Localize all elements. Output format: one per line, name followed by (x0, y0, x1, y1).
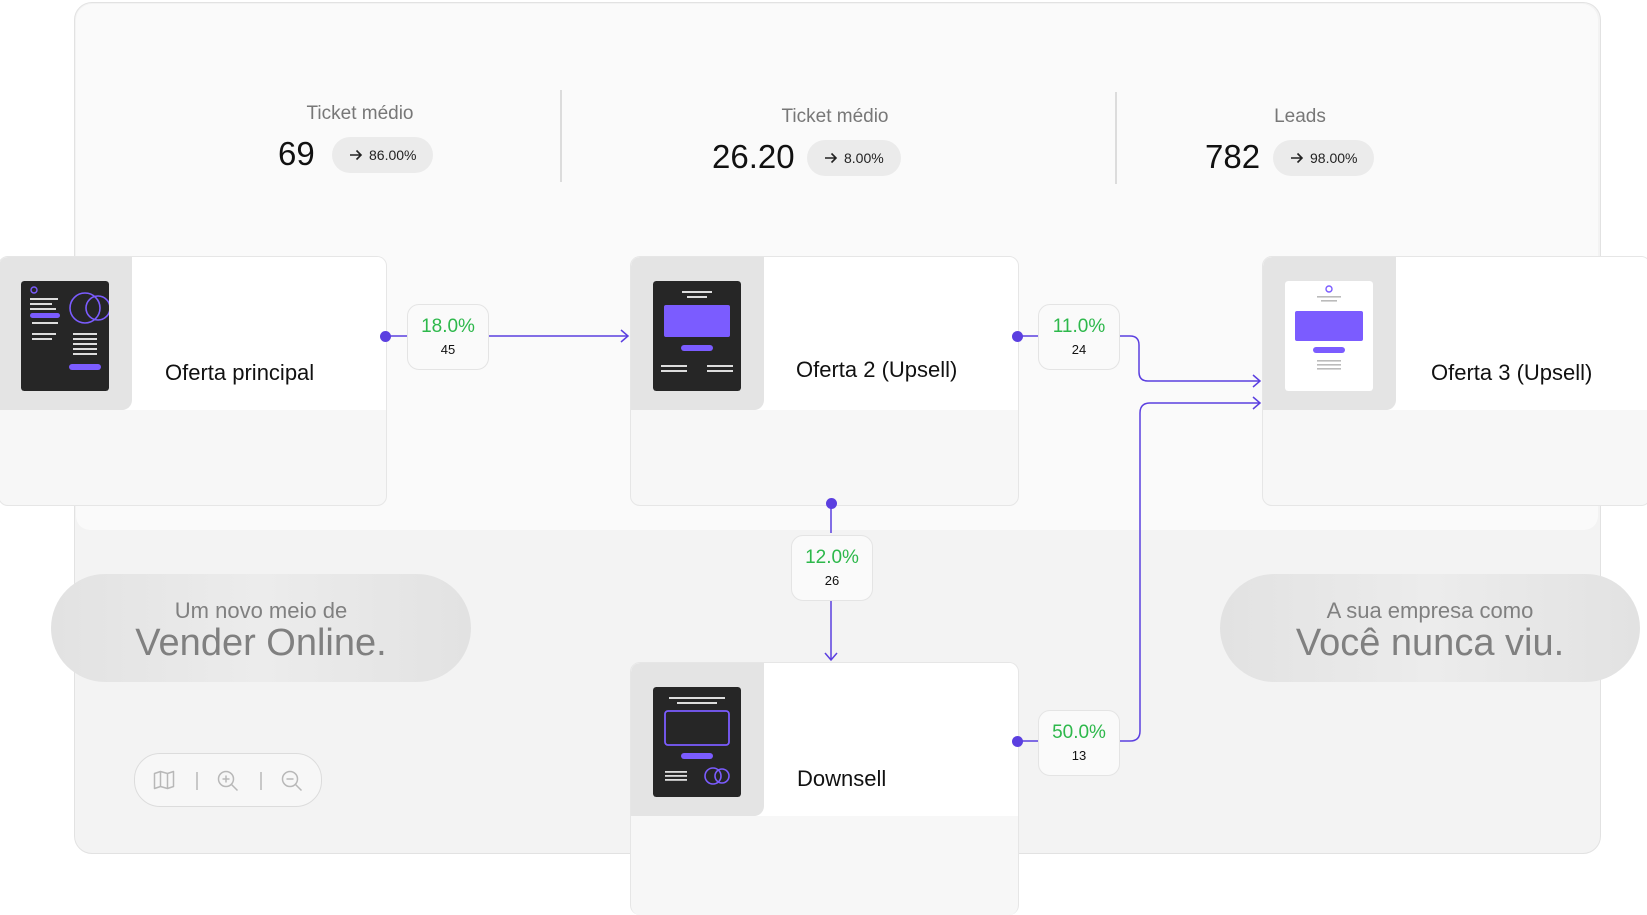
node-title: Oferta 2 (Upsell) (796, 357, 958, 382)
arrowhead (1252, 374, 1262, 388)
stat-value: 69 (278, 135, 315, 172)
arrowhead (1252, 396, 1262, 410)
zoom-out-icon[interactable] (281, 770, 303, 792)
tagline-small: A sua empresa como (1326, 598, 1534, 623)
stat-value: 26.20 (712, 138, 795, 175)
stat-divider (1115, 92, 1117, 184)
stat-change-badge: 8.00% (807, 140, 901, 176)
node-downsell[interactable]: Downsell (630, 662, 1019, 915)
conversion-badge-downsell-upsell3[interactable]: 50.0% 13 (1038, 710, 1120, 776)
conversion-percent: 12.0% (805, 547, 859, 568)
node-title: Downsell (797, 766, 887, 791)
stat-divider (560, 90, 562, 182)
map-controls (134, 753, 322, 807)
tagline-big: Vender Online. (135, 622, 387, 664)
conversion-count: 13 (1071, 748, 1087, 763)
page-preview-icon (1285, 281, 1373, 391)
control-separator (196, 772, 198, 790)
arrow-right-icon (825, 152, 838, 164)
page-thumbnail (631, 663, 764, 816)
arrowhead (620, 329, 630, 343)
connector-handle-upsell2-bottom[interactable] (826, 498, 837, 509)
zoom-in-icon[interactable] (217, 770, 239, 792)
arrow-right-icon (350, 149, 363, 161)
stat-leads: Leads 782 98.00% (1120, 106, 1420, 196)
node-oferta-2-upsell[interactable]: Oferta 2 (Upsell) (630, 256, 1019, 506)
conversion-count: 26 (824, 573, 840, 588)
map-icon[interactable] (153, 770, 175, 790)
stat-label: Ticket médio (781, 106, 889, 127)
arrowhead (824, 652, 838, 662)
stat-change-value: 8.00% (844, 150, 884, 166)
connector-handle-upsell2-out[interactable] (1012, 331, 1023, 342)
conversion-percent: 50.0% (1052, 722, 1106, 743)
connector-handle-downsell-out[interactable] (1012, 736, 1023, 747)
node-oferta-principal[interactable]: Oferta principal (0, 256, 387, 506)
page-preview-icon (21, 281, 109, 391)
tagline-big: Você nunca viu. (1295, 622, 1565, 664)
stat-label: Ticket médio (306, 103, 414, 124)
tagline-small: Um novo meio de (174, 598, 348, 623)
control-separator (260, 772, 262, 790)
node-title: Oferta 3 (Upsell) (1431, 360, 1593, 385)
stat-ticket-medio-1: Ticket médio 69 86.00% (210, 103, 510, 193)
conversion-count: 45 (440, 342, 456, 357)
connector-downsell-upsell3 (1017, 402, 1260, 742)
connector-handle-main-out[interactable] (380, 331, 391, 342)
page-thumbnail (631, 257, 764, 410)
stat-change-badge: 86.00% (332, 137, 434, 173)
stat-ticket-medio-2: Ticket médio 26.20 8.00% (685, 106, 985, 196)
tagline-left: Um novo meio de Vender Online. (51, 574, 471, 682)
conversion-badge-upsell2-downsell[interactable]: 12.0% 26 (791, 535, 873, 601)
conversion-badge-upsell2-upsell3[interactable]: 11.0% 24 (1038, 304, 1120, 370)
page-preview-icon (653, 281, 741, 391)
tagline-right: A sua empresa como Você nunca viu. (1220, 574, 1640, 682)
arrow-right-icon (1291, 152, 1304, 164)
conversion-count: 24 (1071, 342, 1087, 357)
stat-change-value: 86.00% (369, 147, 417, 163)
node-title: Oferta principal (165, 360, 315, 385)
conversion-percent: 11.0% (1052, 316, 1106, 337)
node-oferta-3-upsell[interactable]: Oferta 3 (Upsell) (1262, 256, 1647, 506)
page-thumbnail (0, 257, 132, 410)
conversion-percent: 18.0% (421, 316, 475, 337)
conversion-badge-main-upsell2[interactable]: 18.0% 45 (407, 304, 489, 370)
page-thumbnail (1263, 257, 1396, 410)
stat-change-value: 98.00% (1310, 150, 1358, 166)
stat-label: Leads (1274, 106, 1326, 127)
stat-change-badge: 98.00% (1273, 140, 1375, 176)
stat-value: 782 (1205, 138, 1261, 175)
page-preview-icon (653, 687, 741, 797)
